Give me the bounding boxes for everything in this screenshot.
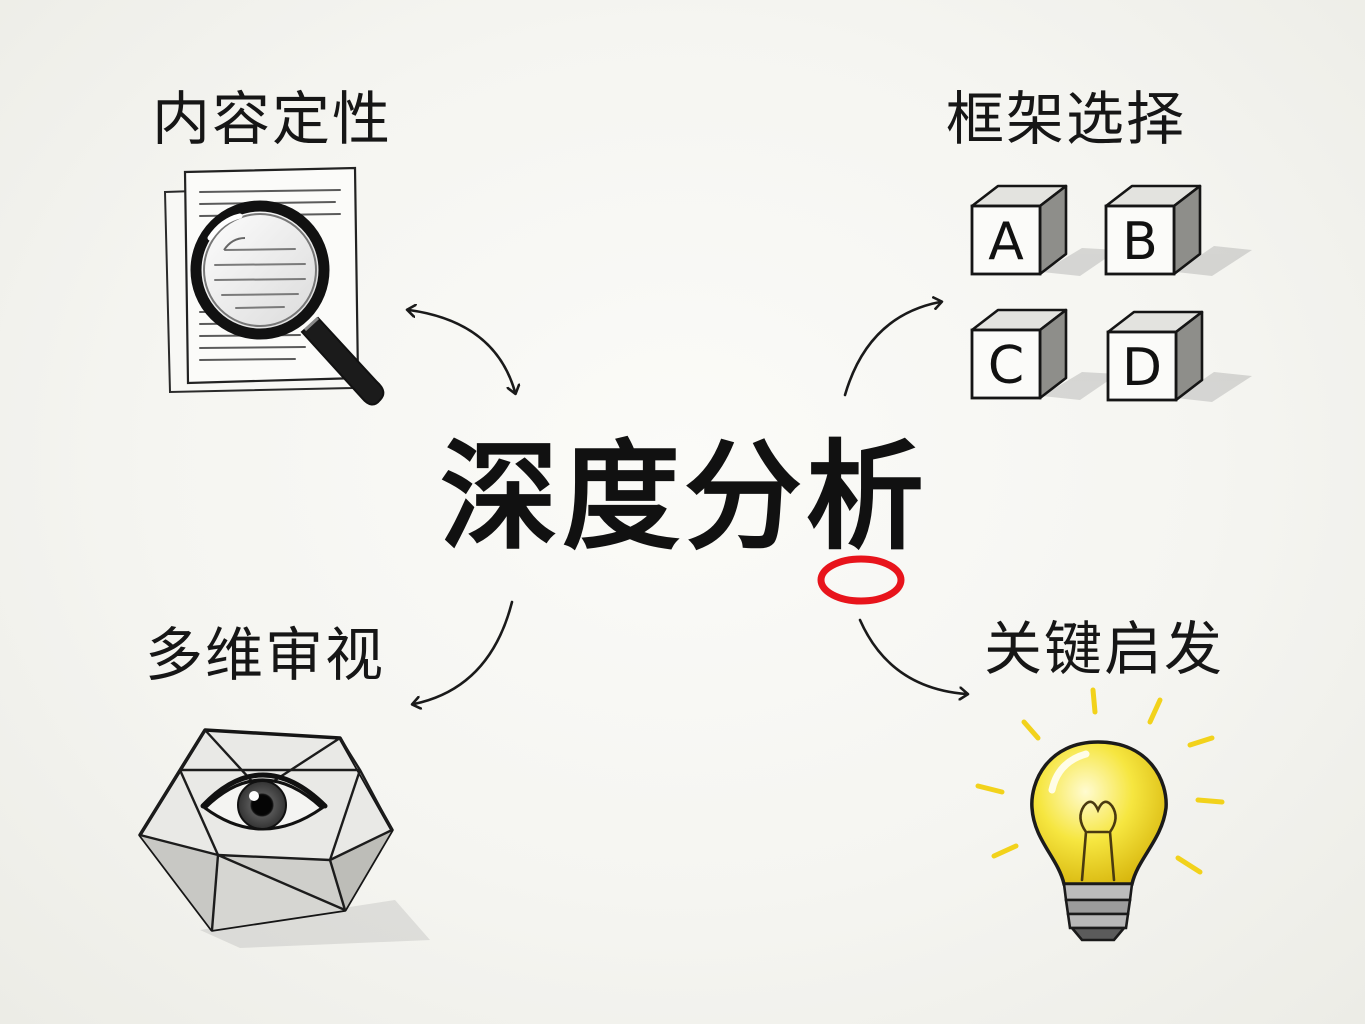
arrow-center-to-insight <box>858 618 966 694</box>
block-letter: A <box>988 212 1024 272</box>
block-letter: B <box>1122 212 1158 272</box>
highlight-circle <box>817 555 905 605</box>
arrow-center-to-content <box>409 310 515 392</box>
block-letter: D <box>1122 338 1162 398</box>
node-label-content: 内容定性 <box>152 85 393 153</box>
lightbulb-icon <box>975 687 1225 942</box>
node-label-multidim: 多维审视 <box>145 621 386 689</box>
center-title: 深度分析 <box>440 428 929 566</box>
document-magnifier-icon <box>163 166 385 406</box>
connector-arrows <box>409 302 966 704</box>
block-a: A <box>970 184 1068 276</box>
block-letter: C <box>988 336 1024 396</box>
arrow-center-to-multidim <box>414 600 514 704</box>
node-label-framework: 框架选择 <box>946 85 1187 153</box>
block-b: B <box>1104 184 1202 276</box>
arrow-center-to-framework <box>843 302 940 397</box>
polyhedron-eye-icon <box>138 728 430 948</box>
block-c: C <box>970 308 1068 400</box>
node-label-insight: 关键启发 <box>984 615 1225 683</box>
abcd-blocks-icon: A B C D <box>970 184 1252 402</box>
block-d: D <box>1106 310 1204 402</box>
